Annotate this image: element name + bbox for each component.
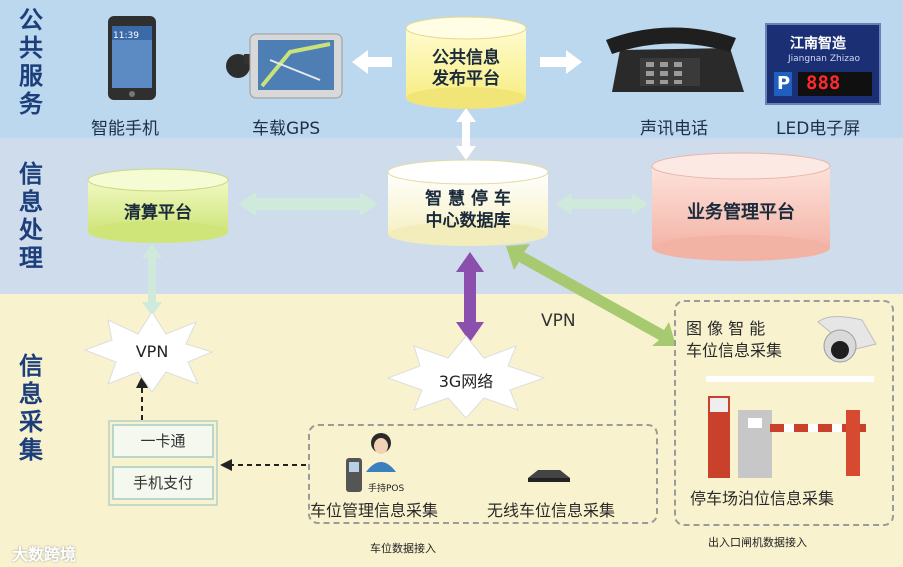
pos-operator-icon — [346, 433, 396, 492]
card-payment-box: 一卡通 — [112, 424, 214, 458]
led-sign-subtitle: Jiangnan Zhizao — [788, 54, 860, 64]
vpn-diagonal-label: VPN — [541, 311, 576, 331]
central-database-text: 智 慧 停 车 中心数据库 — [388, 188, 548, 232]
caption-gate-data: 出入口闸机数据接入 — [708, 536, 807, 549]
camera-line1: 图 像 智 能 — [686, 319, 766, 338]
band-label-collect: 信息采集 — [19, 352, 43, 464]
wireless-collection-label: 无线车位信息采集 — [487, 501, 616, 520]
parking-data-region — [308, 424, 658, 524]
central-database-line2: 中心数据库 — [425, 211, 511, 231]
arrow-clearing-vpn — [142, 244, 162, 316]
barrier-gate-icon — [708, 396, 866, 478]
label-voice-phone: 声讯电话 — [640, 119, 708, 139]
network-3g-burst — [386, 335, 546, 419]
arrow-platform-left — [352, 50, 392, 74]
arrow-db-3g-purple — [456, 252, 484, 342]
smartphone-icon — [108, 16, 156, 100]
arrow-platform-db — [456, 108, 476, 160]
public-platform-text: 公共信息 发布平台 — [406, 48, 526, 90]
gate-collection-label: 停车场泊位信息采集 — [690, 489, 835, 508]
arrow-platform-right — [540, 50, 582, 74]
gate-separator — [706, 376, 874, 382]
clearing-platform-cylinder — [87, 168, 229, 243]
caption-parking-data: 车位数据接入 — [370, 542, 436, 555]
wireless-sensor-icon — [528, 470, 570, 482]
central-database-line1: 智 慧 停 车 — [425, 189, 511, 209]
clearing-platform-label: 清算平台 — [124, 203, 192, 223]
vpn-burst-left — [83, 311, 214, 393]
arrow-db-camera-green — [506, 244, 676, 346]
band-label-public: 公共服务 — [19, 6, 43, 118]
arrow-db-business — [556, 193, 648, 215]
arrow-clearing-db — [238, 192, 378, 216]
network-3g-label: 3G网络 — [438, 372, 494, 391]
led-sign-digits: 888 — [806, 72, 841, 94]
pos-label: 手持POS — [368, 484, 405, 494]
led-sign-title: 江南智造 — [790, 36, 846, 52]
telephone-icon — [606, 27, 744, 92]
label-car-gps: 车载GPS — [252, 119, 321, 139]
public-platform-cylinder — [405, 16, 527, 109]
camera-collection-text: 图 像 智 能 车位信息采集 — [686, 318, 782, 362]
business-platform-cylinder — [651, 152, 831, 261]
car-gps-icon — [226, 33, 343, 99]
phone-screen-time: 11:39 — [113, 31, 139, 41]
band-label-process: 信息处理 — [19, 160, 43, 272]
payment-methods-frame — [108, 420, 218, 506]
dome-camera-icon — [817, 316, 877, 363]
camera-line2: 车位信息采集 — [686, 341, 783, 360]
parking-mgmt-label: 车位管理信息采集 — [310, 501, 439, 520]
business-platform-label: 业务管理平台 — [687, 202, 795, 223]
watermark: 大数跨境 — [12, 545, 77, 564]
central-database-cylinder — [387, 159, 549, 246]
vpn-left-label: VPN — [135, 342, 169, 361]
label-led-screen: LED电子屏 — [776, 119, 861, 139]
led-screen-icon — [765, 23, 881, 105]
mobile-payment-box: 手机支付 — [112, 466, 214, 500]
label-smartphone: 智能手机 — [91, 119, 159, 139]
public-platform-line2: 发布平台 — [432, 69, 500, 89]
gate-data-region — [674, 300, 894, 526]
led-sign-letter: P — [777, 73, 791, 94]
public-platform-line1: 公共信息 — [432, 48, 500, 68]
